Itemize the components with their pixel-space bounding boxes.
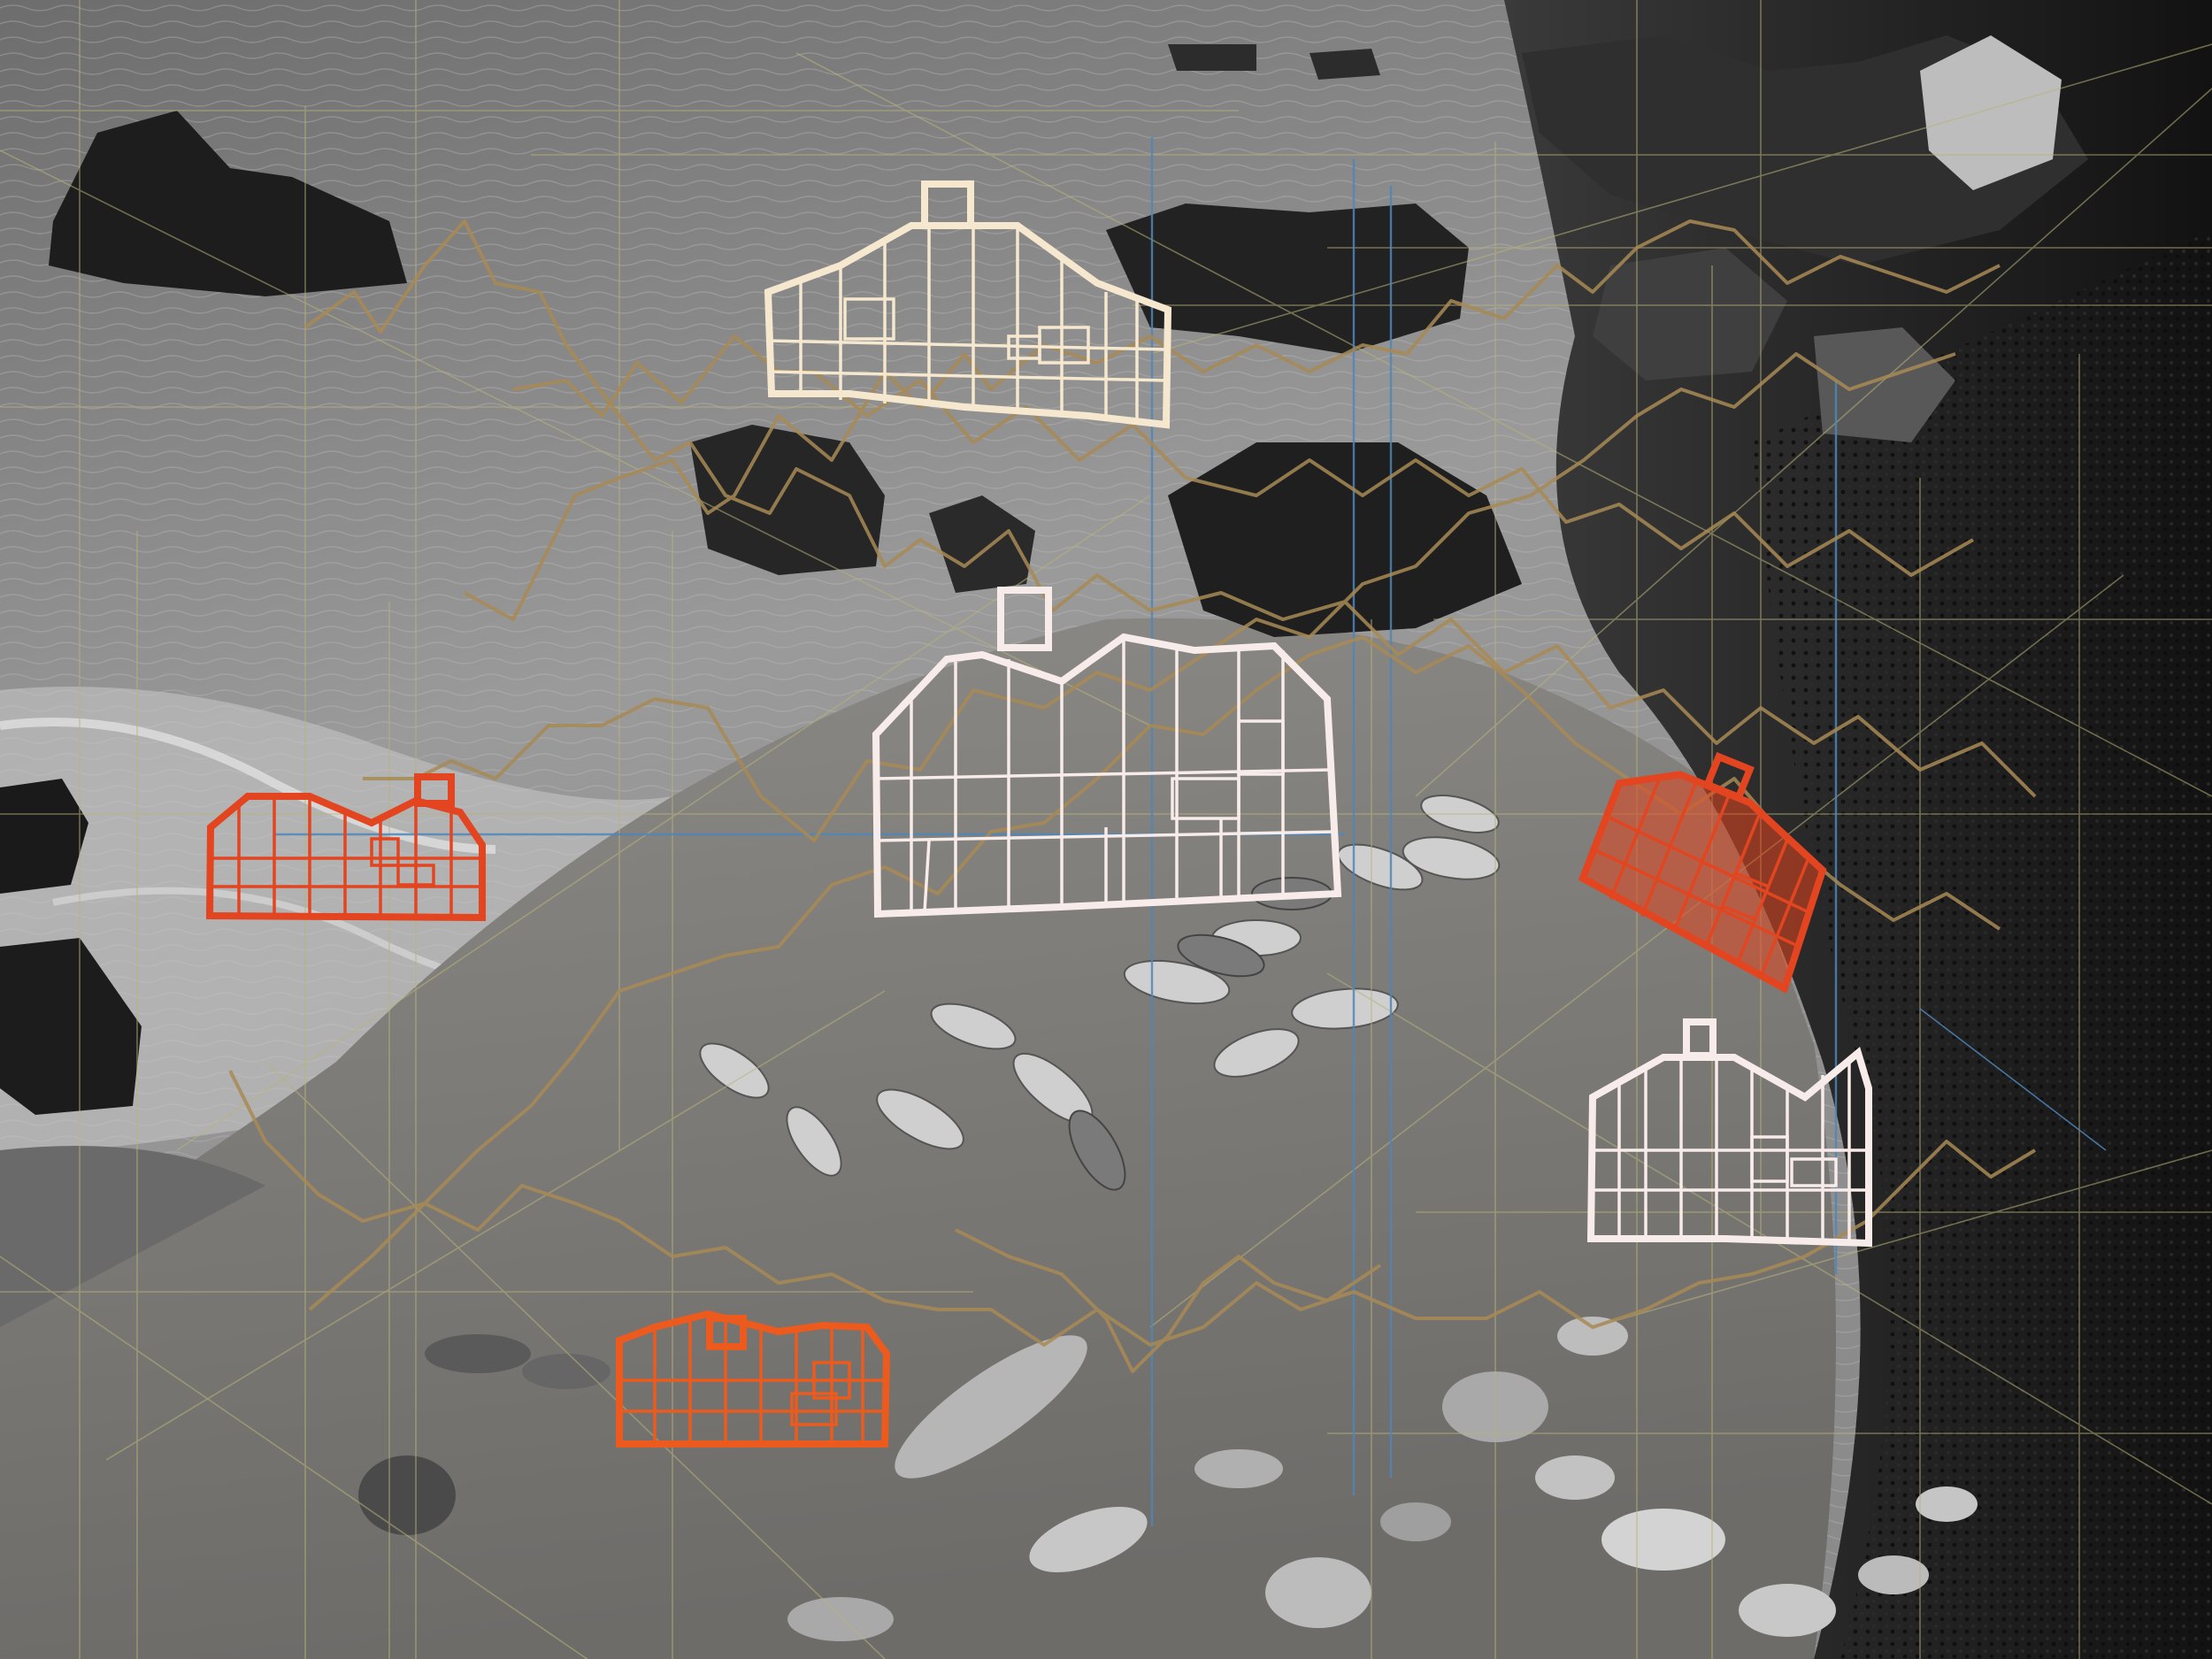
line-graph-traces: [228, 219, 2037, 1373]
small-white-building-outline-icon: [1586, 1018, 1872, 1248]
large-white-building-outline-icon: [872, 587, 1342, 918]
tilted-orange-building-outline-icon: [1578, 752, 1827, 994]
red-building-outline-icon: [205, 773, 486, 922]
orange-building-outline-icon: [616, 1310, 891, 1448]
cream-building-outline-icon: [764, 180, 1172, 429]
